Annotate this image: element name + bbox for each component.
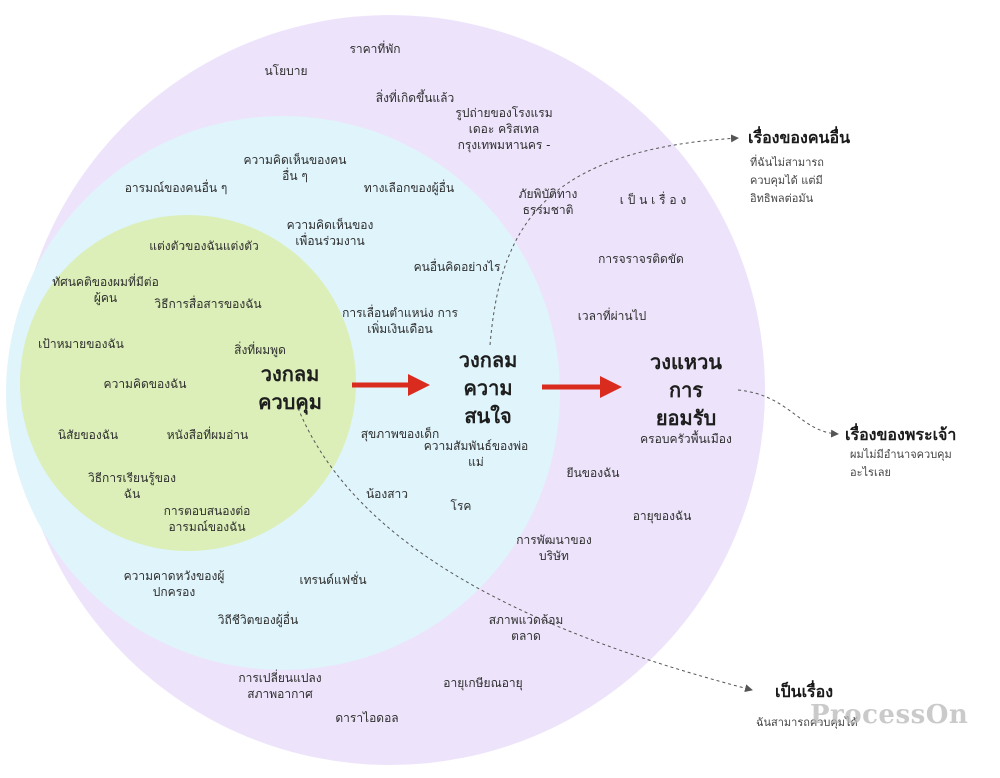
control-item: นิสัยของฉัน [57,428,119,442]
concern-item: ความคิดเห็นของเพื่อนร่วมงาน [286,218,374,248]
control-item: ความคิดของฉัน [103,377,187,391]
concern-item: ความคาดหวังของผู้ปกครอง [123,569,225,599]
acceptance-item: เวลาที่ผ่านไป [577,309,647,323]
acceptance-item: สิ่งที่เกิดขึ้นแล้ว [375,91,455,105]
concern-circle-title: วงกลม ความ สนใจ [458,348,518,428]
control-item: ทัศนคติของผมที่มีต่อผู้คน [52,275,159,305]
others-matter-desc-line: ควบคุมได้ แต่มี [750,174,823,187]
connector-concern-to-others [489,134,739,346]
concern-item: คนอื่นคิดอย่างไร [413,260,501,274]
others-matter-desc-line: อิทธิพลต่อมัน [750,192,814,205]
acceptance-item: ภัยพิบัติทางธรรมชาติ [518,187,578,217]
concern-item: การเลื่อนตำแหน่ง การเพิ่มเงินเดือน [342,306,458,336]
control-item: การตอบสนองต่ออารมณ์ของฉัน [163,504,251,534]
control-circle [20,215,356,551]
acceptance-item: ราคาที่พัก [349,42,401,56]
acceptance-item: รูปถ่ายของโรงแรมเดอะ คริสเทล กรุงเทพมหาน… [455,106,553,152]
control-item: เป้าหมายของฉัน [38,337,124,351]
concern-item: ความสัมพันธ์ของพ่อแม่ [423,439,529,469]
my-matter-title: เป็นเรื่อง [775,682,834,701]
concern-item: ทางเลือกของผู้อื่น [363,181,455,195]
connector-control-to-mine [297,407,753,693]
acceptance-item: ครอบครัวพื้นเมือง [640,432,732,446]
control-item: หนังสือที่ผมอ่าน [166,428,249,442]
acceptance-item: ยีนของฉัน [566,466,620,480]
others-matter-title: เรื่องของคนอื่น [748,128,851,147]
control-item: สิ่งที่ผมพูด [234,343,286,357]
concern-item: น้องสาว [365,487,409,501]
concern-item: เทรนด์แฟชั่น [299,573,367,587]
processon-watermark: ProcessOn [810,700,969,730]
concern-item: วิถีชีวิตของผู้อื่น [217,613,299,627]
connector-acceptance-to-god [737,389,839,438]
arrowhead-control-to-concern [408,374,430,396]
concern-item: สุขภาพของเด็ก [360,427,440,441]
acceptance-item: ดาราไอดอล [335,711,399,725]
acceptance-item: การจราจรติดขัด [598,252,684,266]
god-matter-desc-line: อะไรเลย [850,466,891,479]
acceptance-item: เ ป็ น เ รื่ อ ง [619,193,687,207]
concern-item: โรค [450,499,472,513]
concern-item: การพัฒนาของบริษัท [516,533,592,563]
my-matter-desc-line: ฉันสามารถควบคุมได้ [756,716,858,729]
acceptance-ring-title: วงแหวน การ ยอมรับ [650,350,722,430]
concern-item: ความคิดเห็นของคนอื่น ๆ [243,153,347,183]
arrowhead-concern-to-acceptance [600,376,622,398]
control-item: วิธีการเรียนรู้ของฉัน [87,471,176,501]
acceptance-item: อายุเกษียณอายุ [443,676,523,690]
acceptance-item: การเปลี่ยนแปลงสภาพอากาศ [238,671,322,701]
concern-item: สภาพแวดล้อมตลาด [488,613,564,643]
control-item: วิธีการสื่อสารของฉัน [154,297,262,311]
acceptance-item: อายุของฉัน [632,509,692,523]
control-item: แต่งตัวของฉันแต่งตัว [149,239,259,253]
acceptance-item: นโยบาย [264,64,308,78]
concern-item: อารมณ์ของคนอื่น ๆ [124,181,228,195]
others-matter-desc-line: ที่ฉันไม่สามารถ [750,156,824,169]
flow-arrows [352,374,622,398]
god-matter-desc-line: ผมไม่มีอำนาจควบคุม [850,448,952,461]
god-matter-title: เรื่องของพระเจ้า [845,425,957,444]
control-circle-title: วงกลม ควบคุม [258,362,322,414]
